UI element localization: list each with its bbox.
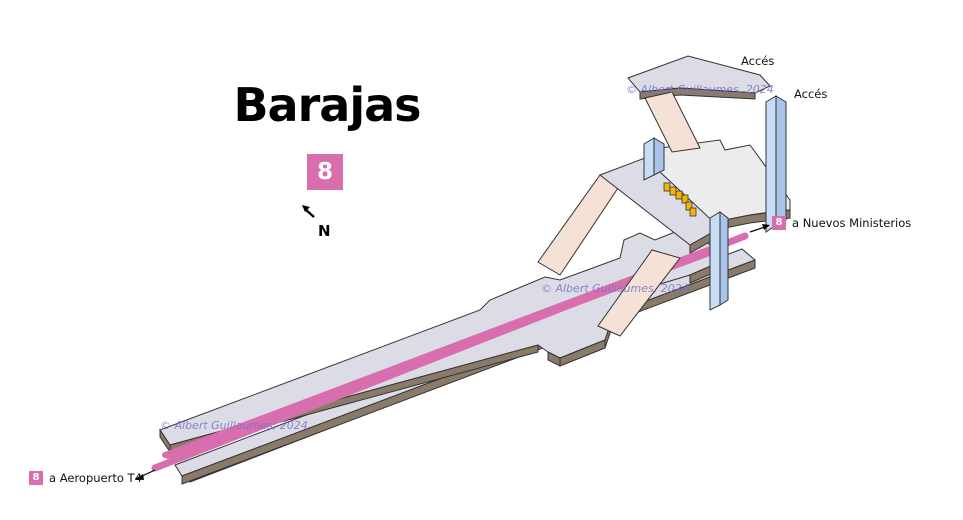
- arrow-north-icon: [749, 224, 770, 233]
- lift-shaft-right: [765, 95, 787, 233]
- watermark: © Albert Guillaumes, 2024: [626, 83, 774, 96]
- turnstile-icon: [663, 182, 697, 217]
- destination-north-label: a Nuevos Ministerios: [792, 216, 912, 230]
- line-badge-small: 8: [29, 471, 43, 485]
- destination-south: 8 a Aeropuerto T4: [29, 471, 142, 485]
- destination-north: 8 a Nuevos Ministerios: [772, 216, 911, 230]
- line-badge-small: 8: [772, 216, 786, 230]
- north-arrow-icon: [302, 205, 315, 218]
- stairs: [537, 91, 701, 337]
- compass-label: N: [318, 222, 331, 240]
- lift-shaft-platform: [709, 211, 729, 311]
- exit-label-top: Accés: [741, 54, 775, 68]
- lift-shaft-left: [643, 137, 665, 181]
- exit-label-right: Accés: [794, 87, 828, 101]
- station-title: Barajas: [233, 78, 421, 132]
- watermark: © Albert Guillaumes, 2024: [160, 419, 308, 432]
- destination-south-label: a Aeropuerto T4: [49, 471, 142, 485]
- line-badge: 8: [307, 154, 343, 190]
- watermark: © Albert Guillaumes, 2024: [541, 282, 689, 295]
- arrow-south-icon: [135, 469, 156, 480]
